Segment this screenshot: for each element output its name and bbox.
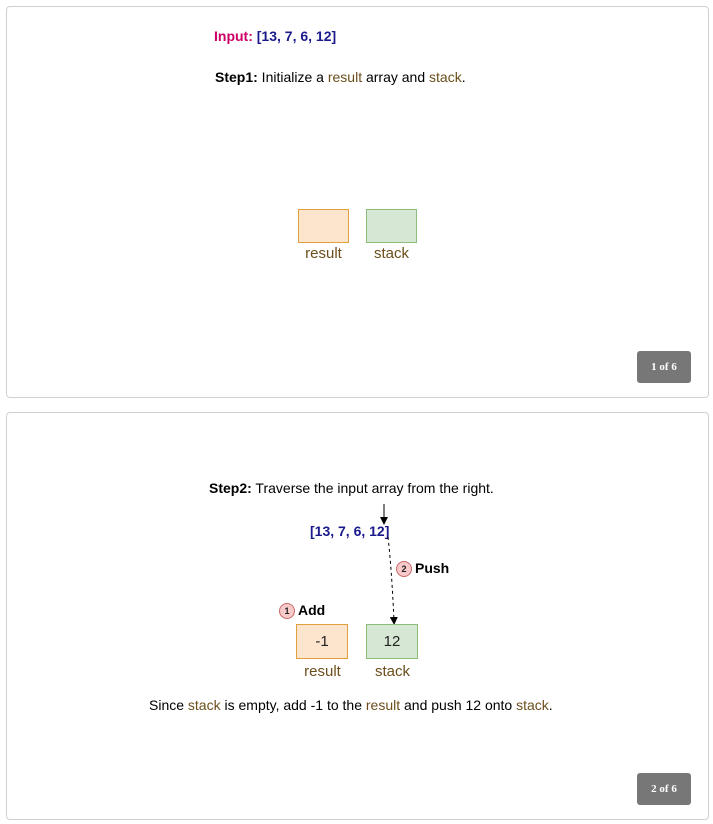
input-label: Input: bbox=[214, 28, 253, 44]
push-arrow bbox=[387, 536, 398, 625]
stack-box bbox=[366, 209, 417, 243]
caption-result-word: result bbox=[365, 697, 401, 713]
caption-a: Since bbox=[149, 697, 188, 713]
array-text: [13, 7, 6, 12] bbox=[310, 523, 390, 539]
step1-result-word: result bbox=[327, 69, 363, 85]
step2-text-body: Traverse the input array from the right. bbox=[251, 480, 494, 496]
input-line: Input: [13, 7, 6, 12] bbox=[214, 28, 336, 44]
stack-label: stack bbox=[374, 663, 410, 680]
add-step-number: 1 bbox=[279, 603, 295, 619]
step1-text-a: Initialize a bbox=[257, 69, 328, 85]
step1-label: Step1: bbox=[215, 69, 258, 85]
slide-counter-badge[interactable]: 2 of 6 bbox=[637, 773, 691, 805]
step1-text-c: . bbox=[461, 69, 466, 85]
caption-text: Since stack is empty, add -1 to the resu… bbox=[149, 697, 553, 713]
step1-text-b: array and bbox=[362, 69, 430, 85]
step1-stack-word: stack bbox=[429, 69, 462, 85]
result-label: result bbox=[305, 245, 342, 262]
step1-text: Step1: Initialize a result array and sta… bbox=[215, 69, 466, 85]
caption-c: and push 12 onto bbox=[400, 697, 517, 713]
slide-card-1: Input: [13, 7, 6, 12] Step1: Initialize … bbox=[6, 6, 709, 398]
slide-card-2: Step2: Traverse the input array from the… bbox=[6, 412, 709, 820]
push-label: Push bbox=[415, 560, 450, 576]
caption-stack-word-1: stack bbox=[187, 697, 221, 713]
result-label: result bbox=[304, 663, 341, 680]
caption-d: . bbox=[548, 697, 553, 713]
step2-label: Step2: bbox=[209, 480, 252, 496]
slide-counter-badge[interactable]: 1 of 6 bbox=[637, 351, 691, 383]
arrows-layer bbox=[380, 504, 398, 625]
caption-b: is empty, add -1 to the bbox=[220, 697, 366, 713]
result-box: -1 bbox=[296, 624, 348, 659]
stack-box: 12 bbox=[366, 624, 418, 659]
step2-text: Step2: Traverse the input array from the… bbox=[209, 480, 494, 496]
add-label: Add bbox=[298, 602, 326, 618]
stack-label: stack bbox=[373, 245, 409, 262]
input-value: [13, 7, 6, 12] bbox=[256, 28, 337, 44]
caption-stack-word-2: stack bbox=[516, 697, 549, 713]
result-box bbox=[298, 209, 349, 243]
push-step-number: 2 bbox=[396, 561, 412, 577]
